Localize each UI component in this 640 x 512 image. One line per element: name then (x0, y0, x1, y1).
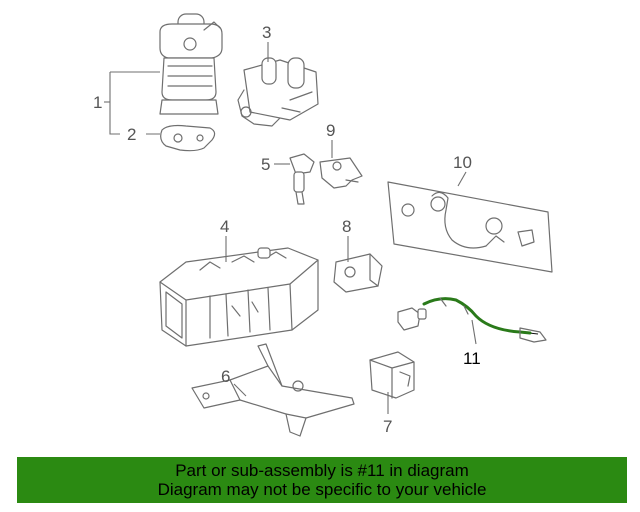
part-2-gasket[interactable] (160, 124, 216, 152)
callout-11: 11 (463, 349, 481, 368)
callout-4: 4 (220, 217, 229, 236)
leader-lines (104, 42, 477, 414)
callout-8: 8 (342, 217, 351, 236)
callout-3: 3 (262, 23, 271, 42)
callout-6: 6 (221, 367, 230, 386)
part-5-sensor[interactable] (289, 153, 315, 205)
callout-7: 7 (383, 417, 392, 436)
callout-2: 2 (127, 125, 136, 144)
part-6-bracket[interactable] (191, 343, 355, 437)
info-banner: Part or sub-assembly is #11 in diagram D… (17, 457, 627, 503)
part-7-bracket-block[interactable] (369, 351, 415, 399)
banner-line-1: Part or sub-assembly is #11 in diagram (175, 461, 469, 480)
part-11-oxygen-sensor[interactable] (397, 297, 547, 343)
part-10-harness-panel[interactable] (387, 181, 553, 273)
part-8-control-unit[interactable] (333, 253, 383, 293)
callout-1: 1 (93, 93, 102, 112)
callout-5: 5 (261, 155, 270, 174)
part-4-canister[interactable] (159, 247, 319, 347)
callout-10: 10 (453, 153, 472, 172)
parts-diagram: 1 2 3 4 5 6 7 8 9 10 11 (93, 13, 553, 437)
part-9-bracket[interactable] (319, 157, 363, 189)
part-3-solenoid[interactable] (237, 57, 319, 127)
banner-line-2: Diagram may not be specific to your vehi… (157, 480, 487, 499)
part-1-egr-valve[interactable] (159, 13, 223, 115)
callout-9: 9 (326, 121, 335, 140)
